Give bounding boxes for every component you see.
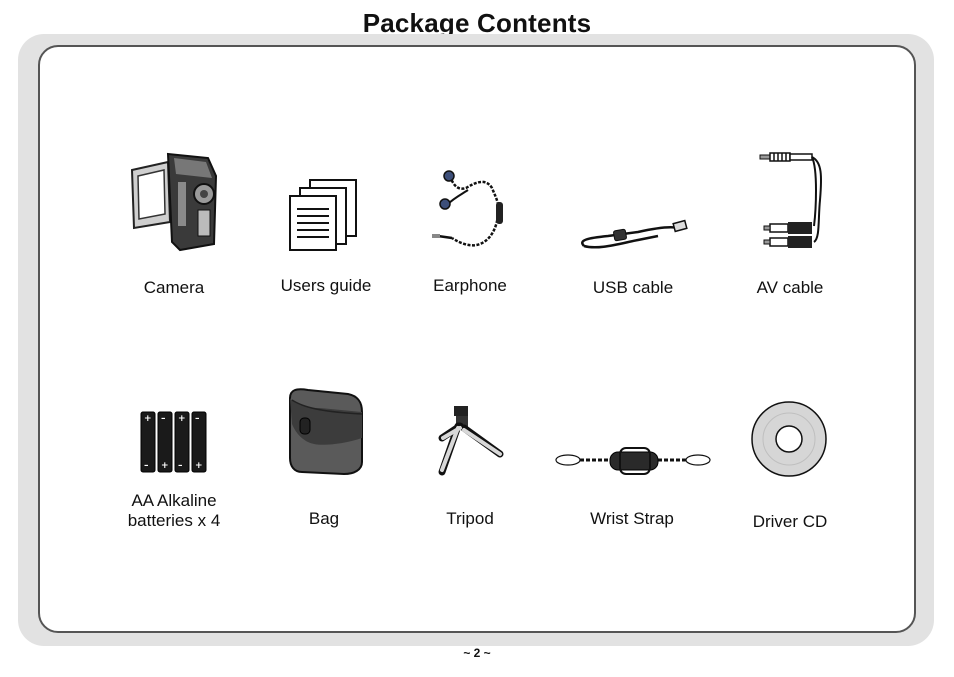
item-label: Camera	[143, 278, 205, 297]
driver-cd-icon	[751, 401, 827, 477]
item-label: Driver CD	[752, 512, 828, 531]
svg-text:–: –	[144, 461, 149, 471]
earphone-icon	[432, 170, 503, 247]
camera-icon	[130, 152, 218, 252]
item-label: AV cable	[756, 278, 824, 297]
svg-text:–: –	[178, 461, 183, 471]
tripod-icon	[438, 406, 504, 476]
item-label: Users guide	[280, 276, 372, 295]
item-label: USB cable	[592, 278, 674, 297]
svg-text:–: –	[161, 414, 166, 424]
item-label: Wrist Strap	[590, 509, 674, 528]
item-label: Earphone	[433, 276, 507, 295]
bag-icon	[289, 388, 363, 476]
svg-text:+: +	[195, 461, 203, 471]
users-guide-icon	[289, 179, 357, 251]
svg-text:+: +	[144, 414, 152, 424]
batteries-icon: +–+– –+–+	[140, 411, 207, 473]
item-label: Tripod	[446, 509, 494, 528]
content-frame	[38, 45, 916, 633]
wrist-strap-icon	[555, 447, 711, 475]
item-label: Bag	[308, 509, 340, 528]
svg-text:+: +	[178, 414, 186, 424]
page-title: Package Contents	[362, 8, 592, 38]
svg-text:+: +	[161, 461, 169, 471]
av-cable-icon	[759, 152, 822, 248]
usb-cable-icon	[581, 219, 688, 249]
page-number: ~ 2 ~	[463, 646, 491, 660]
svg-text:–: –	[195, 414, 200, 424]
item-label: AA Alkaline batteries x 4	[127, 491, 221, 530]
